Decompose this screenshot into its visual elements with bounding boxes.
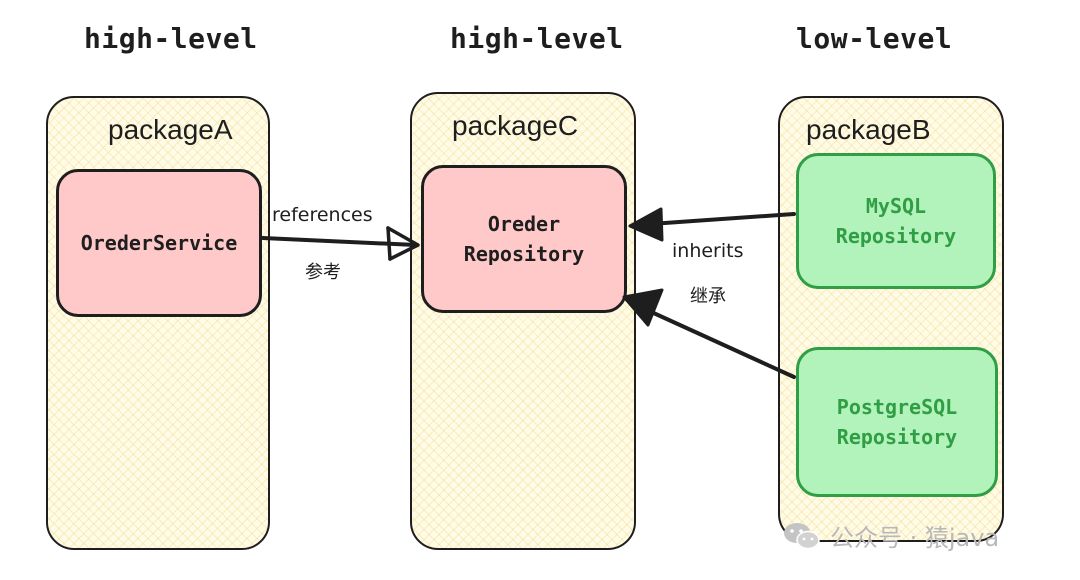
- package-a-title: packageA: [108, 114, 233, 145]
- order-service-box[interactable]: OrederService: [56, 169, 262, 317]
- references-label: references: [272, 204, 373, 226]
- postgresql-repository-box[interactable]: PostgreSQL Repository: [796, 347, 998, 497]
- postgres-inherits-arrow: [622, 288, 796, 379]
- inherits-label: inherits: [672, 240, 744, 262]
- wechat-icon: [782, 521, 822, 551]
- level-label-middle: high-level: [450, 22, 624, 55]
- references-arrow: [261, 226, 420, 261]
- package-b-title: packageB: [806, 114, 931, 145]
- watermark: 公众号 · 猿java: [782, 518, 999, 553]
- inherits-label-cn: 继承: [690, 286, 726, 307]
- package-c-title: packageC: [452, 110, 579, 141]
- mysql-inherits-arrow: [628, 207, 796, 242]
- level-label-right: low-level: [796, 22, 953, 55]
- references-label-cn: 参考: [305, 262, 341, 283]
- order-repository-box[interactable]: Oreder Repository: [421, 165, 627, 313]
- watermark-text: 公众号 · 猿java: [830, 524, 1000, 552]
- level-label-left: high-level: [84, 22, 258, 55]
- mysql-repository-box[interactable]: MySQL Repository: [796, 153, 996, 289]
